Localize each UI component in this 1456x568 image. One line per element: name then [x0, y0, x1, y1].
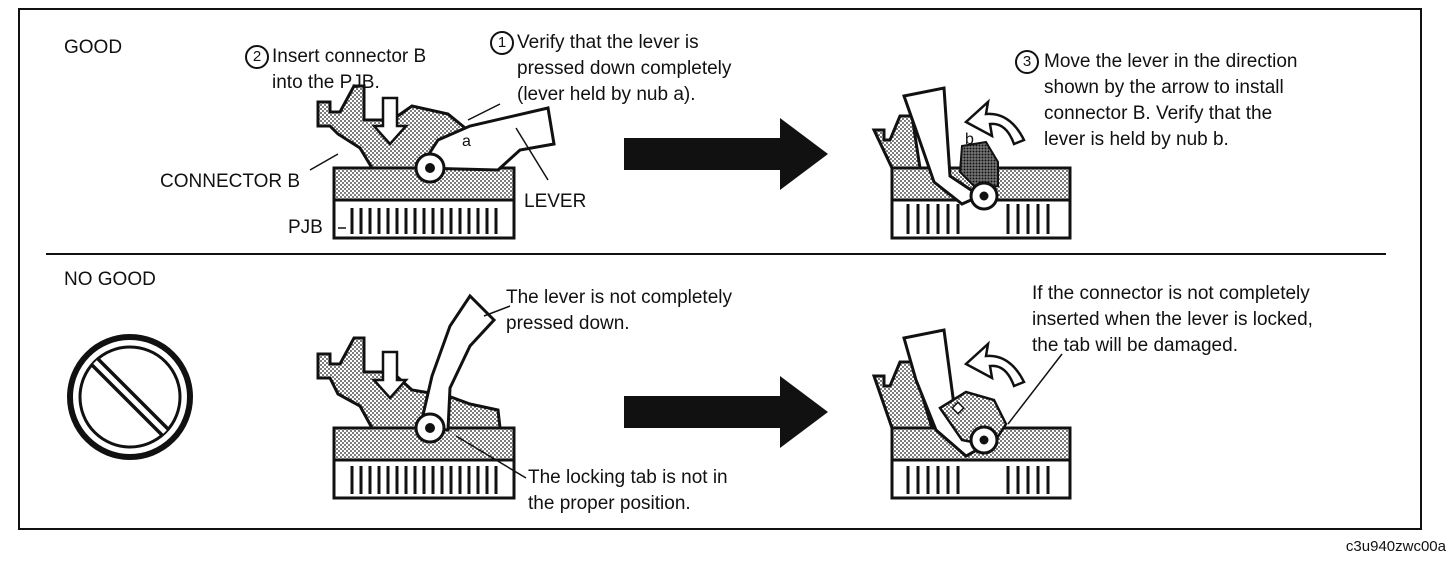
good-right-assembly: [871, 86, 1072, 240]
nogood-header: NO GOOD: [64, 269, 156, 290]
step1-line3: (lever held by nub a).: [517, 84, 696, 105]
step2-line2: into the PJB.: [272, 72, 380, 93]
label-pjb: PJB: [288, 217, 323, 238]
note-damage-line2: inserted when the lever is locked,: [1032, 309, 1313, 330]
step1-line2: pressed down completely: [517, 58, 732, 79]
note-tab-line2: the proper position.: [528, 493, 691, 514]
nogood-left-assembly: [316, 293, 527, 500]
label-nub-b: b: [965, 131, 974, 148]
pjb-teeth: [350, 208, 498, 234]
note-lever-line1: The lever is not completely: [506, 287, 732, 308]
note-damage-line1: If the connector is not completely: [1032, 283, 1310, 304]
label-connector-b: CONNECTOR B: [160, 171, 301, 192]
lever-not-pressed: [418, 293, 497, 432]
nogood-direction-arrow: [624, 376, 828, 448]
step1-line1: Verify that the lever is: [517, 32, 699, 53]
lever: [417, 106, 556, 172]
step2-line1: Insert connector B: [272, 46, 427, 67]
step3-number: 3: [1022, 53, 1032, 70]
good-direction-arrow: [624, 118, 828, 190]
step3-line3: connector B. Verify that the: [1044, 103, 1273, 124]
step2-circle: [245, 45, 269, 69]
note-lever-line2: pressed down.: [506, 313, 630, 334]
step1-number: 1: [497, 34, 507, 51]
rotation-arrow: [963, 98, 1026, 146]
insert-arrow: [371, 96, 409, 146]
good-left-assembly: [309, 84, 556, 240]
nogood-right-assembly: [871, 328, 1072, 500]
note-damage-line3: the tab will be damaged.: [1032, 335, 1238, 356]
label-nub-a: a: [462, 133, 471, 150]
diagram-frame: [18, 8, 1422, 530]
step3-circle: [1015, 50, 1039, 74]
figure-id: c3u940zwc00a: [1345, 538, 1446, 555]
good-header: GOOD: [64, 37, 123, 58]
note-tab-line1: The locking tab is not in: [528, 467, 728, 488]
step2-number: 2: [252, 48, 262, 65]
prohibited-icon: [67, 334, 193, 460]
step3-line4: lever is held by nub b.: [1044, 129, 1229, 150]
step3-line2: shown by the arrow to install: [1044, 77, 1284, 98]
section-divider: [46, 253, 1386, 255]
step1-circle: [490, 31, 514, 55]
label-lever: LEVER: [524, 191, 587, 212]
step3-line1: Move the lever in the direction: [1044, 51, 1298, 72]
